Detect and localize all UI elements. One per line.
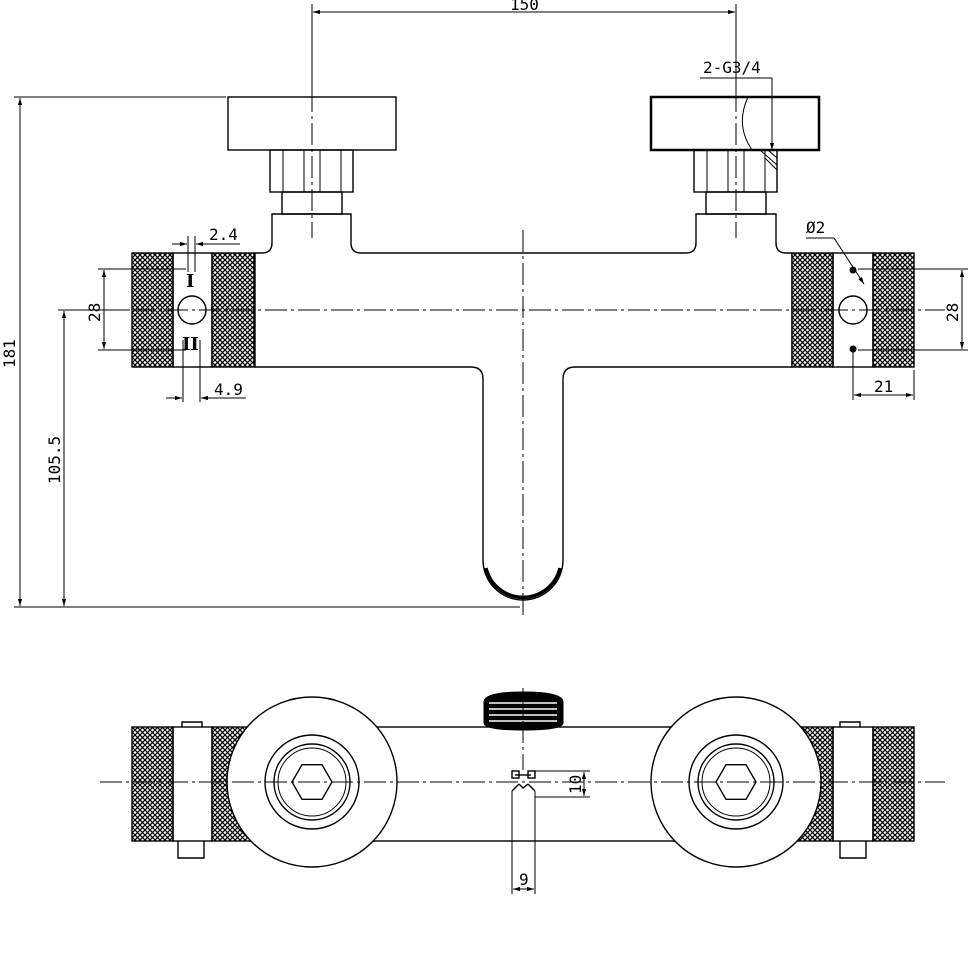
dimension-10: 10 (535, 770, 590, 798)
dimension-181: 181 (0, 96, 520, 608)
right-inlet-cap (649, 95, 821, 152)
dimension-2-4: 2.4 (172, 225, 240, 272)
dimension-9: 9 (511, 791, 536, 894)
dim-label-21: 21 (874, 377, 893, 396)
dim-label-pin-diameter: Ø2 (806, 218, 825, 237)
pin-dot-bottom (849, 345, 857, 353)
top-right-collar (832, 721, 874, 859)
top-view (100, 688, 945, 868)
mixer-body (254, 213, 793, 601)
top-left-collar (172, 721, 213, 859)
dim-label-105-5: 105.5 (45, 436, 64, 484)
dimension-thread: 2-G3/4 (700, 58, 775, 150)
dimension-pin-diameter: Ø2 (806, 218, 865, 285)
front-view: I II (100, 90, 945, 615)
dimension-28-right: 28 (858, 268, 968, 351)
dimension-28-left: 28 (85, 268, 186, 351)
dim-label-4-9: 4.9 (214, 380, 243, 399)
dim-label-10: 10 (566, 775, 585, 794)
dim-label-28-right: 28 (943, 303, 962, 322)
roman-mark-two: II (182, 334, 199, 355)
dim-label-2-4: 2.4 (209, 225, 238, 244)
dim-label-thread: 2-G3/4 (703, 58, 761, 77)
thread-arc (741, 96, 753, 151)
pin-dot-top (849, 266, 857, 274)
dim-label-150: 150 (510, 0, 539, 14)
dim-label-28-left: 28 (85, 303, 104, 322)
dimension-21: 21 (852, 350, 915, 400)
top-left-knurl-outer (131, 726, 174, 842)
roman-mark-one: I (186, 271, 194, 292)
dim-label-181: 181 (0, 339, 19, 368)
dimension-150: 150 (311, 0, 737, 95)
dim-label-9: 9 (519, 870, 529, 889)
dimension-105-5: 105.5 (45, 309, 130, 606)
top-center-slot (511, 770, 536, 792)
top-right-knurl-outer (872, 726, 915, 842)
dimension-4-9: 4.9 (166, 340, 246, 402)
